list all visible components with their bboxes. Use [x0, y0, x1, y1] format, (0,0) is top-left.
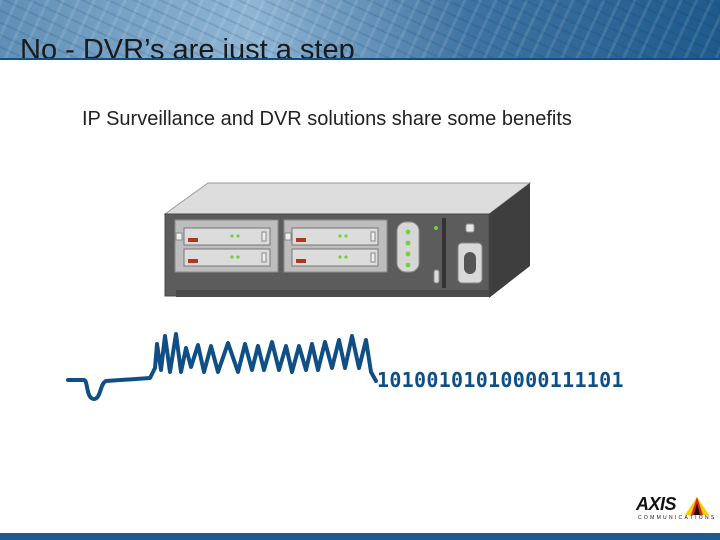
logo-triangle-icon: [685, 497, 709, 515]
power-button-icon: [464, 252, 476, 274]
logo-wordmark: AXIS: [636, 494, 677, 514]
slide-title: No - DVR’s are just a step: [20, 34, 355, 61]
usb-port-icon: [433, 269, 440, 284]
panel-divider: [442, 218, 446, 288]
drive-bay-right: [283, 219, 388, 273]
analog-signal-wave: [66, 332, 378, 401]
footer-bar: [0, 533, 720, 540]
title-area: No - DVR’s are just a step: [0, 0, 720, 61]
drive-bay-left: [174, 219, 279, 273]
dvr-device-icon: [163, 182, 532, 298]
logo-tagline: COMMUNICATIONS: [638, 515, 717, 521]
digital-binary-stream: 10100101010000111101: [377, 368, 624, 392]
header-banner: [0, 0, 720, 60]
axis-logo: AXIS COMMUNICATIONS: [636, 494, 714, 524]
small-button-icon: [465, 223, 475, 233]
slide-subtitle: IP Surveillance and DVR solutions share …: [82, 108, 572, 130]
header-divider: [0, 58, 720, 60]
status-led-panel: [396, 221, 420, 273]
power-led-icon: [434, 226, 438, 230]
